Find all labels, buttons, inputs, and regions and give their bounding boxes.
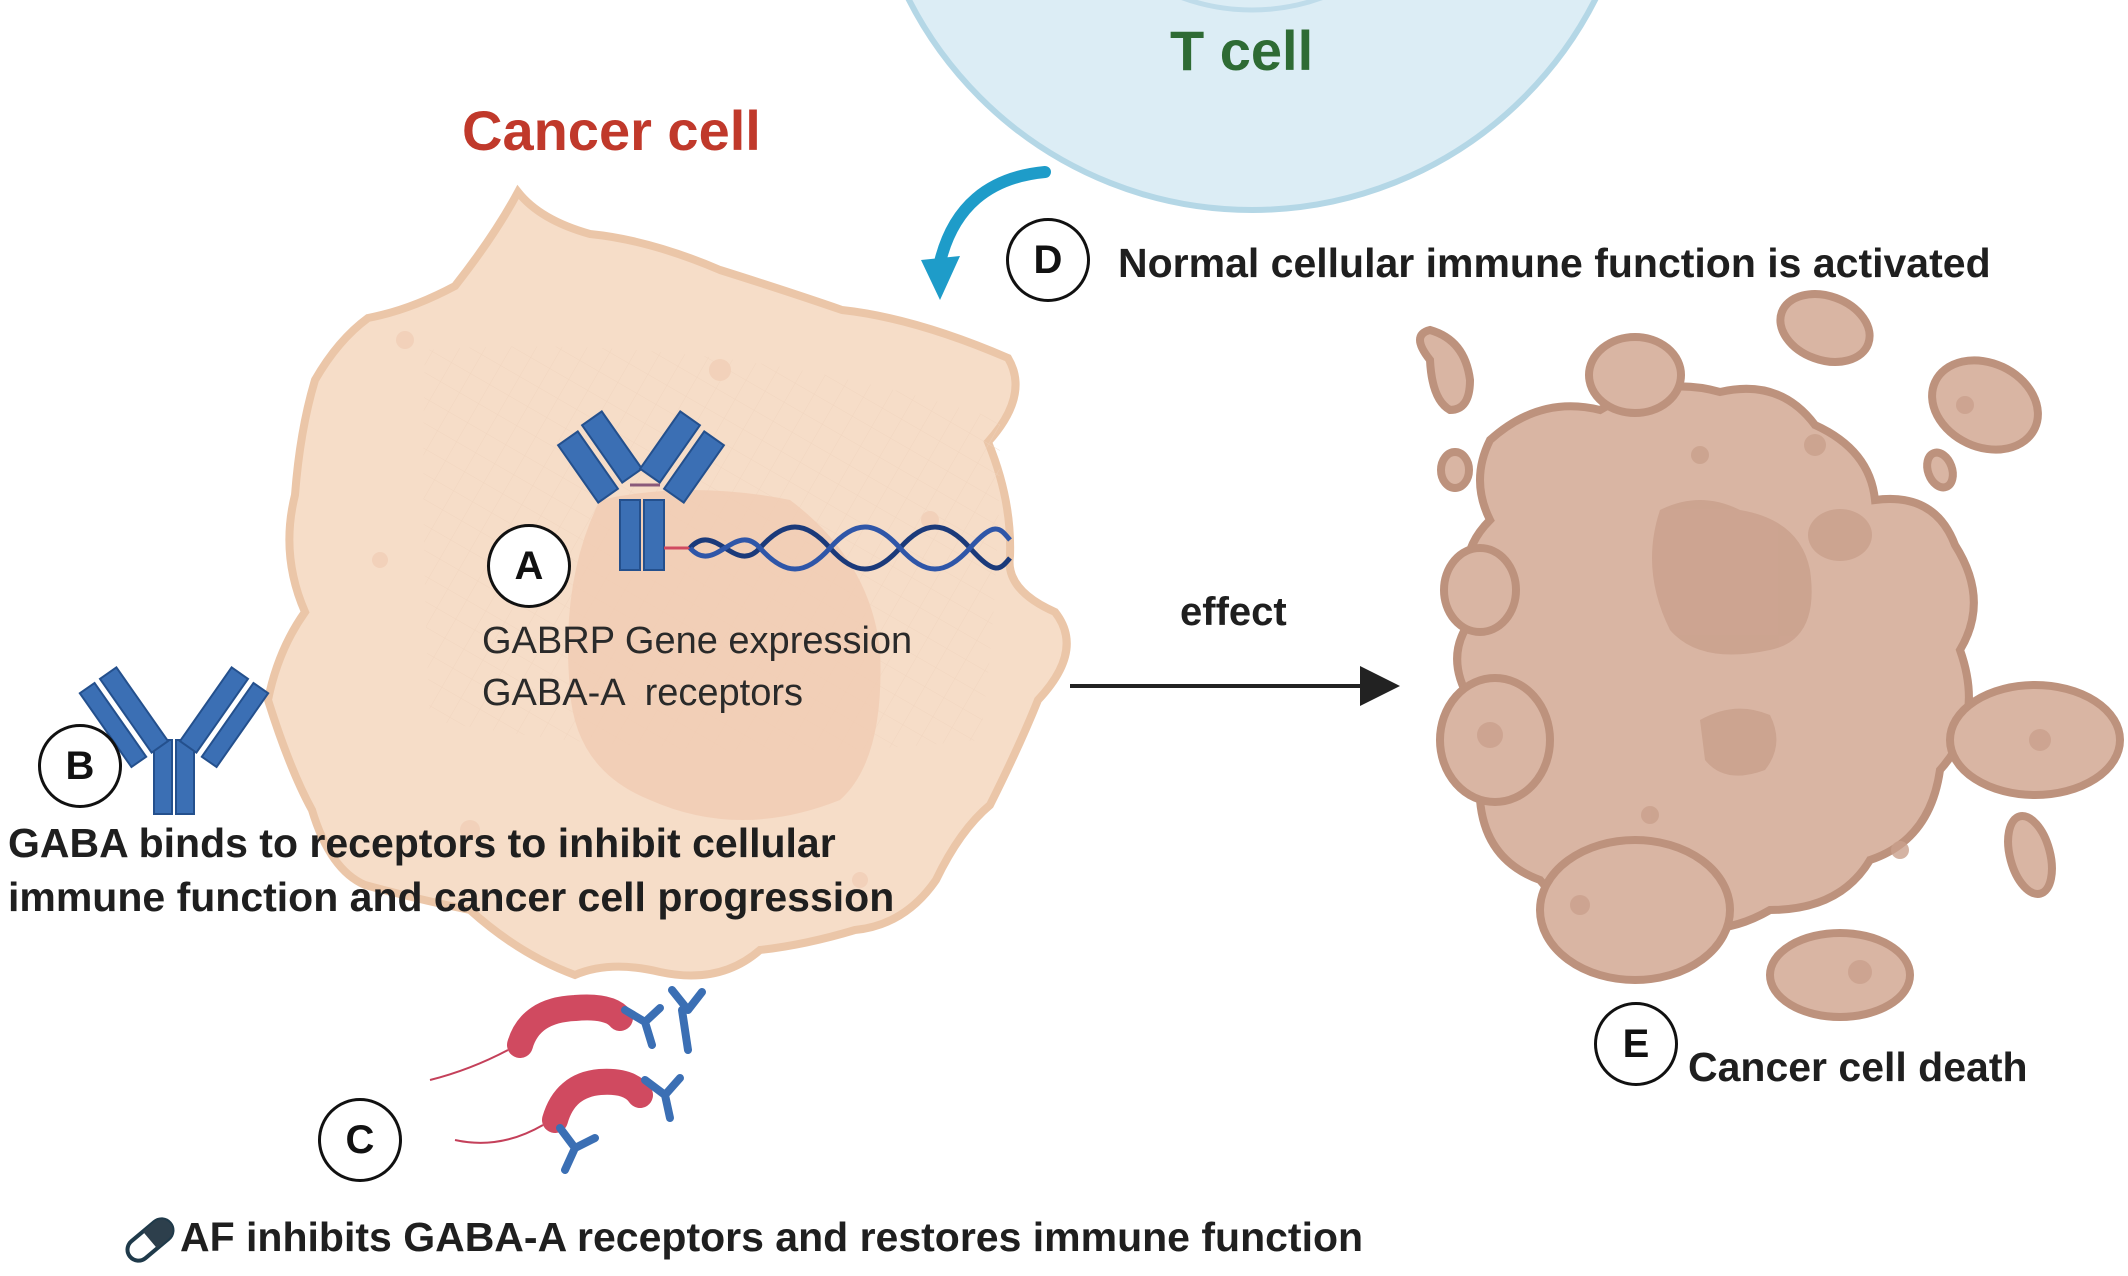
t-cell	[905, 0, 1599, 213]
badge-b: B	[38, 724, 122, 808]
badge-d: D	[1006, 218, 1090, 302]
cancer-cell-label: Cancer cell	[462, 99, 761, 162]
dna-helix	[664, 524, 1012, 572]
badge-a: A	[487, 524, 571, 608]
caption-a-line2: GABA-A receptors	[482, 672, 804, 714]
activation-arrow	[921, 166, 1051, 300]
antibody-b	[78, 666, 270, 815]
pill-icon	[125, 1217, 175, 1263]
caption-b-line2: immune function and cancer cell progress…	[8, 874, 895, 920]
caption-a-line1: GABRP Gene expression	[482, 620, 913, 662]
effect-label: effect	[1180, 590, 1287, 634]
receptor-a	[556, 410, 726, 571]
t-cell-label: T cell	[1170, 19, 1314, 82]
bacteria-group	[429, 986, 706, 1174]
caption-b-line1: GABA binds to receptors to inhibit cellu…	[8, 820, 836, 866]
caption-d: Normal cellular immune function is activ…	[1118, 240, 1991, 286]
dying-cell-inner	[1477, 396, 2051, 984]
caption-e: Cancer cell death	[1688, 1044, 2028, 1090]
caption-c: AF inhibits GABA-A receptors and restore…	[180, 1214, 1364, 1260]
badge-c: C	[318, 1098, 402, 1182]
cancer-cell	[263, 184, 1071, 980]
badge-e: E	[1594, 1002, 1678, 1086]
